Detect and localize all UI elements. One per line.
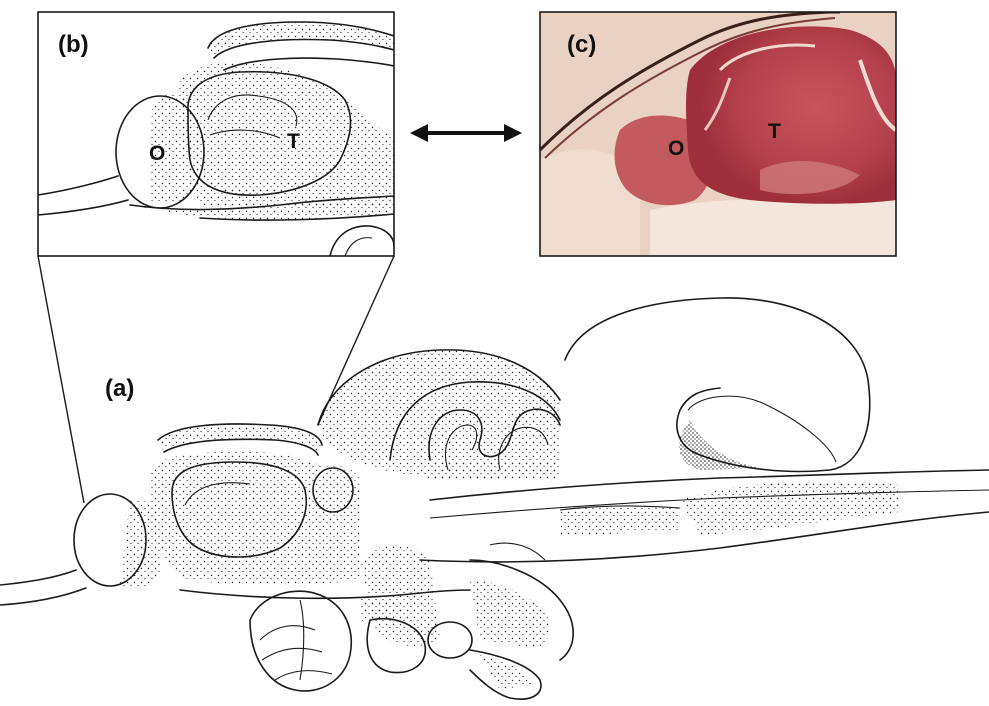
correspondence-arrow <box>410 124 522 142</box>
panel-a-label: (a) <box>105 375 134 402</box>
panel-b <box>38 12 394 256</box>
panel-b-label: (b) <box>58 31 89 58</box>
panel-c-telencephalon-label: T <box>768 120 781 143</box>
panel-a <box>0 298 989 699</box>
panel-c-olfactory-label: O <box>668 137 684 160</box>
panel-b-olfactory-label: O <box>149 142 165 165</box>
panel-c-label: (c) <box>567 31 596 58</box>
panel-b-telencephalon-label: T <box>287 130 300 153</box>
